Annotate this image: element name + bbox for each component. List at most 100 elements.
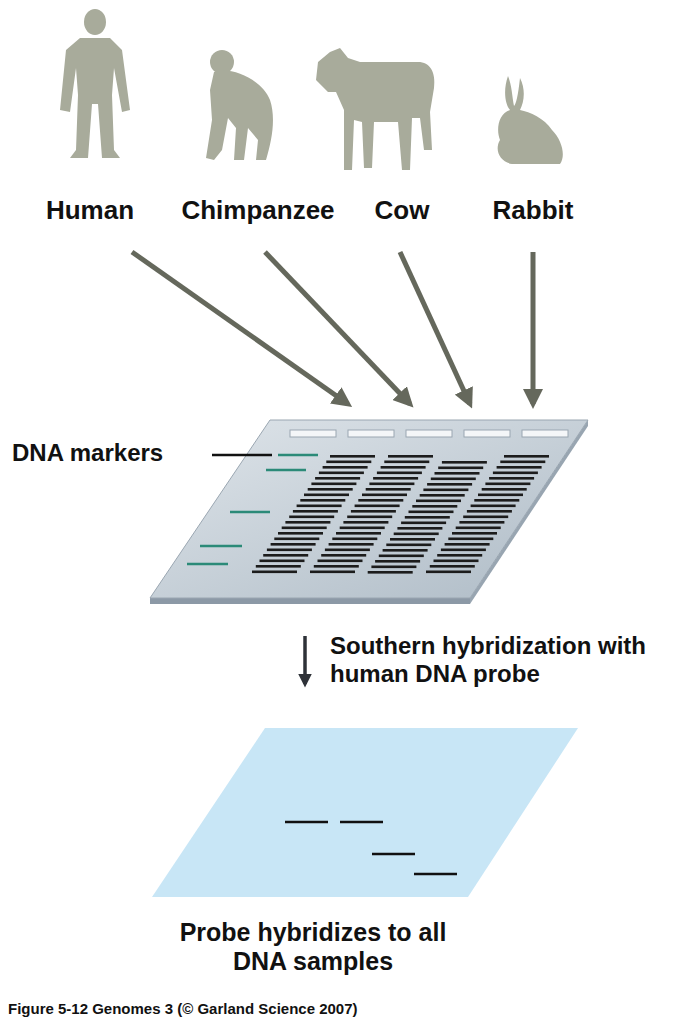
band-stripe (323, 466, 368, 469)
band-stripe (442, 461, 487, 464)
species-label: Cow (375, 196, 430, 226)
band-stripe (431, 478, 476, 481)
band-stripe (278, 532, 323, 535)
band-stripe (405, 516, 450, 519)
sample-arrows (132, 252, 533, 404)
band-stripe (256, 565, 301, 568)
band-stripe (427, 483, 472, 486)
figure-caption: Figure 5-12 Genomes 3 (© Garland Science… (8, 1000, 358, 1017)
band-stripe (351, 510, 396, 513)
band-stripe (373, 477, 418, 480)
band-stripe (459, 521, 504, 524)
band-stripe (304, 494, 349, 497)
band-stripe (452, 532, 497, 535)
band-stripe (381, 466, 426, 469)
band-stripe (435, 472, 480, 475)
band-stripe (420, 494, 465, 497)
band-stripe (252, 571, 297, 574)
gel (150, 420, 588, 604)
band-stripe (332, 538, 377, 541)
band-stripe (319, 472, 364, 475)
species-label: Rabbit (493, 196, 574, 226)
band-stripe (437, 554, 482, 557)
callout-label: DNA markers (12, 439, 163, 467)
band-stripe (293, 510, 338, 513)
process-arrow (303, 636, 307, 684)
band-stripe (386, 544, 431, 547)
band-stripe (347, 516, 392, 519)
band-stripe (336, 532, 381, 535)
band-stripe (271, 543, 316, 546)
species-label: Chimpanzee (181, 196, 334, 226)
band-stripe (489, 477, 534, 480)
band-stripe (390, 538, 435, 541)
band-stripe (375, 560, 420, 563)
band-stripe (441, 549, 486, 552)
band-stripe (330, 455, 375, 458)
band-stripe (377, 472, 422, 475)
band-stripe (467, 510, 512, 513)
band-stripe (463, 516, 508, 519)
membrane (152, 728, 578, 897)
band-stripe (325, 549, 370, 552)
band-stripe (297, 505, 342, 508)
band-stripe (426, 571, 471, 574)
band-stripe (289, 516, 334, 519)
animal-silhouettes (60, 9, 563, 170)
band-stripe (383, 549, 428, 552)
band-stripe (394, 533, 439, 536)
band-stripe (456, 527, 501, 530)
band-stripe (362, 494, 407, 497)
band-stripe (384, 461, 429, 464)
band-stripe (260, 560, 305, 563)
band-stripe (448, 538, 493, 541)
band-stripe (416, 500, 461, 503)
marker-bands (187, 455, 318, 564)
band-stripe (379, 555, 424, 558)
band-stripe (366, 488, 411, 491)
band-stripe (300, 499, 345, 502)
band-stripe (445, 543, 490, 546)
band-stripe (438, 467, 483, 470)
band-stripe (314, 565, 359, 568)
band-stripe (434, 560, 479, 563)
band-stripe (358, 499, 403, 502)
band-stripe (412, 505, 457, 508)
band-stripe (282, 527, 327, 530)
band-stripe (482, 488, 527, 491)
band-stripe (311, 483, 356, 486)
band-stripe (340, 527, 385, 530)
band-stripe (329, 543, 374, 546)
band-stripe (315, 477, 360, 480)
band-stripe (493, 472, 538, 475)
band-stripe (326, 461, 371, 464)
band-stripe (430, 565, 475, 568)
band-stripe (369, 483, 414, 486)
band-stripe (409, 511, 454, 514)
band-stripe (318, 560, 363, 563)
band-stripe (500, 461, 545, 464)
band-stripe (343, 521, 388, 524)
leader-line (212, 454, 272, 457)
band-stripe (474, 499, 519, 502)
band-stripe (267, 549, 312, 552)
lane-bands (252, 455, 549, 574)
band-stripe (397, 527, 442, 530)
band-stripe (263, 554, 308, 557)
species-label: Human (46, 196, 134, 226)
band-stripe (423, 489, 468, 492)
step-label: Southern hybridization with human DNA pr… (330, 632, 650, 687)
band-stripe (504, 455, 549, 458)
band-stripe (401, 522, 446, 525)
band-stripe (497, 466, 542, 469)
band-stripe (388, 455, 433, 458)
band-stripe (285, 521, 330, 524)
band-stripe (485, 483, 530, 486)
band-stripe (355, 505, 400, 508)
band-stripe (310, 571, 355, 574)
band-stripe (308, 488, 353, 491)
band-stripe (368, 571, 413, 574)
band-stripe (274, 538, 319, 541)
band-stripe (478, 494, 523, 497)
result-label: Probe hybridizes to all DNA samples (171, 918, 456, 976)
